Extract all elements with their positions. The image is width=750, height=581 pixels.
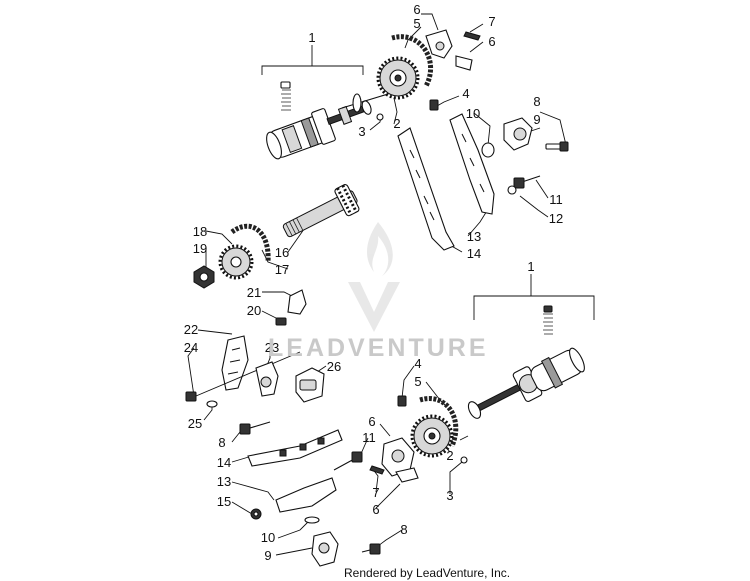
callout-22: 22 [184, 322, 198, 337]
upper-decompressor-parts [425, 29, 481, 111]
callout-6-upper-right: 6 [488, 34, 495, 49]
callout-5-lower: 5 [414, 374, 421, 389]
callout-1-upper: 1 [308, 30, 315, 45]
callout-8-lower-left: 8 [218, 435, 225, 450]
callout-5-upper: 5 [413, 16, 420, 31]
lower-chain-guides [247, 429, 343, 520]
chain-guide-bracket [275, 289, 307, 326]
callout-4-upper: 4 [462, 86, 469, 101]
callout-3-upper: 3 [358, 124, 365, 139]
callout-21: 21 [247, 285, 261, 300]
rendered-by-credit: Rendered by LeadVenture, Inc. [344, 566, 511, 580]
upper-camshaft-assembly [266, 81, 389, 160]
upper-chain-guides [397, 113, 495, 251]
callout-2-lower: 2 [446, 448, 453, 463]
callout-24: 24 [184, 340, 198, 355]
leader-lines [187, 13, 595, 556]
upper-cam-sprocket [376, 34, 434, 121]
callout-19: 19 [193, 241, 207, 256]
callout-13-upper: 13 [467, 229, 481, 244]
callout-6-top: 6 [413, 2, 420, 17]
callout-20: 20 [247, 303, 261, 318]
callout-25: 25 [188, 416, 202, 431]
watermark-logo-icon [348, 222, 400, 332]
callout-12-upper: 12 [549, 211, 563, 226]
drive-shaft-assembly [193, 184, 360, 289]
callout-14-lower: 14 [217, 455, 231, 470]
callout-labels: 1 6 5 7 6 4 8 10 9 3 2 11 12 13 14 18 19… [184, 2, 563, 563]
callout-7-upper: 7 [488, 14, 495, 29]
callout-10-lower: 10 [261, 530, 275, 545]
callout-26: 26 [327, 359, 341, 374]
upper-chain-tensioner [481, 117, 569, 195]
lower-decompressor-parts [333, 437, 419, 483]
watermark-text: LEADVENTURE [268, 334, 489, 362]
callout-8-upper: 8 [533, 94, 540, 109]
callout-7-lower: 7 [372, 485, 379, 500]
bottom-tensioner-parts [304, 516, 381, 567]
callout-17: 17 [275, 262, 289, 277]
callout-10-upper: 10 [466, 106, 480, 121]
callout-3-lower: 3 [446, 488, 453, 503]
callout-11-upper: 11 [549, 192, 563, 207]
callout-1-lower: 1 [527, 259, 534, 274]
callout-9-upper: 9 [533, 112, 540, 127]
lower-camshaft-assembly [467, 305, 585, 419]
callout-14-upper: 14 [467, 246, 481, 261]
callout-8-bottom: 8 [400, 522, 407, 537]
callout-16: 16 [275, 245, 289, 260]
callout-6-lower-bottom: 6 [372, 502, 379, 517]
lower-tensioner-assembly [185, 335, 325, 435]
callout-23: 23 [265, 340, 279, 355]
callout-13-lower: 13 [217, 474, 231, 489]
callout-6-lower: 6 [368, 414, 375, 429]
lower-cam-sprocket [397, 395, 468, 464]
callout-9-lower: 9 [264, 548, 271, 563]
callout-15: 15 [217, 494, 231, 509]
callout-18: 18 [193, 224, 207, 239]
callout-4-lower: 4 [414, 356, 421, 371]
callout-11-lower: 11 [362, 430, 376, 445]
callout-2-upper: 2 [393, 116, 400, 131]
